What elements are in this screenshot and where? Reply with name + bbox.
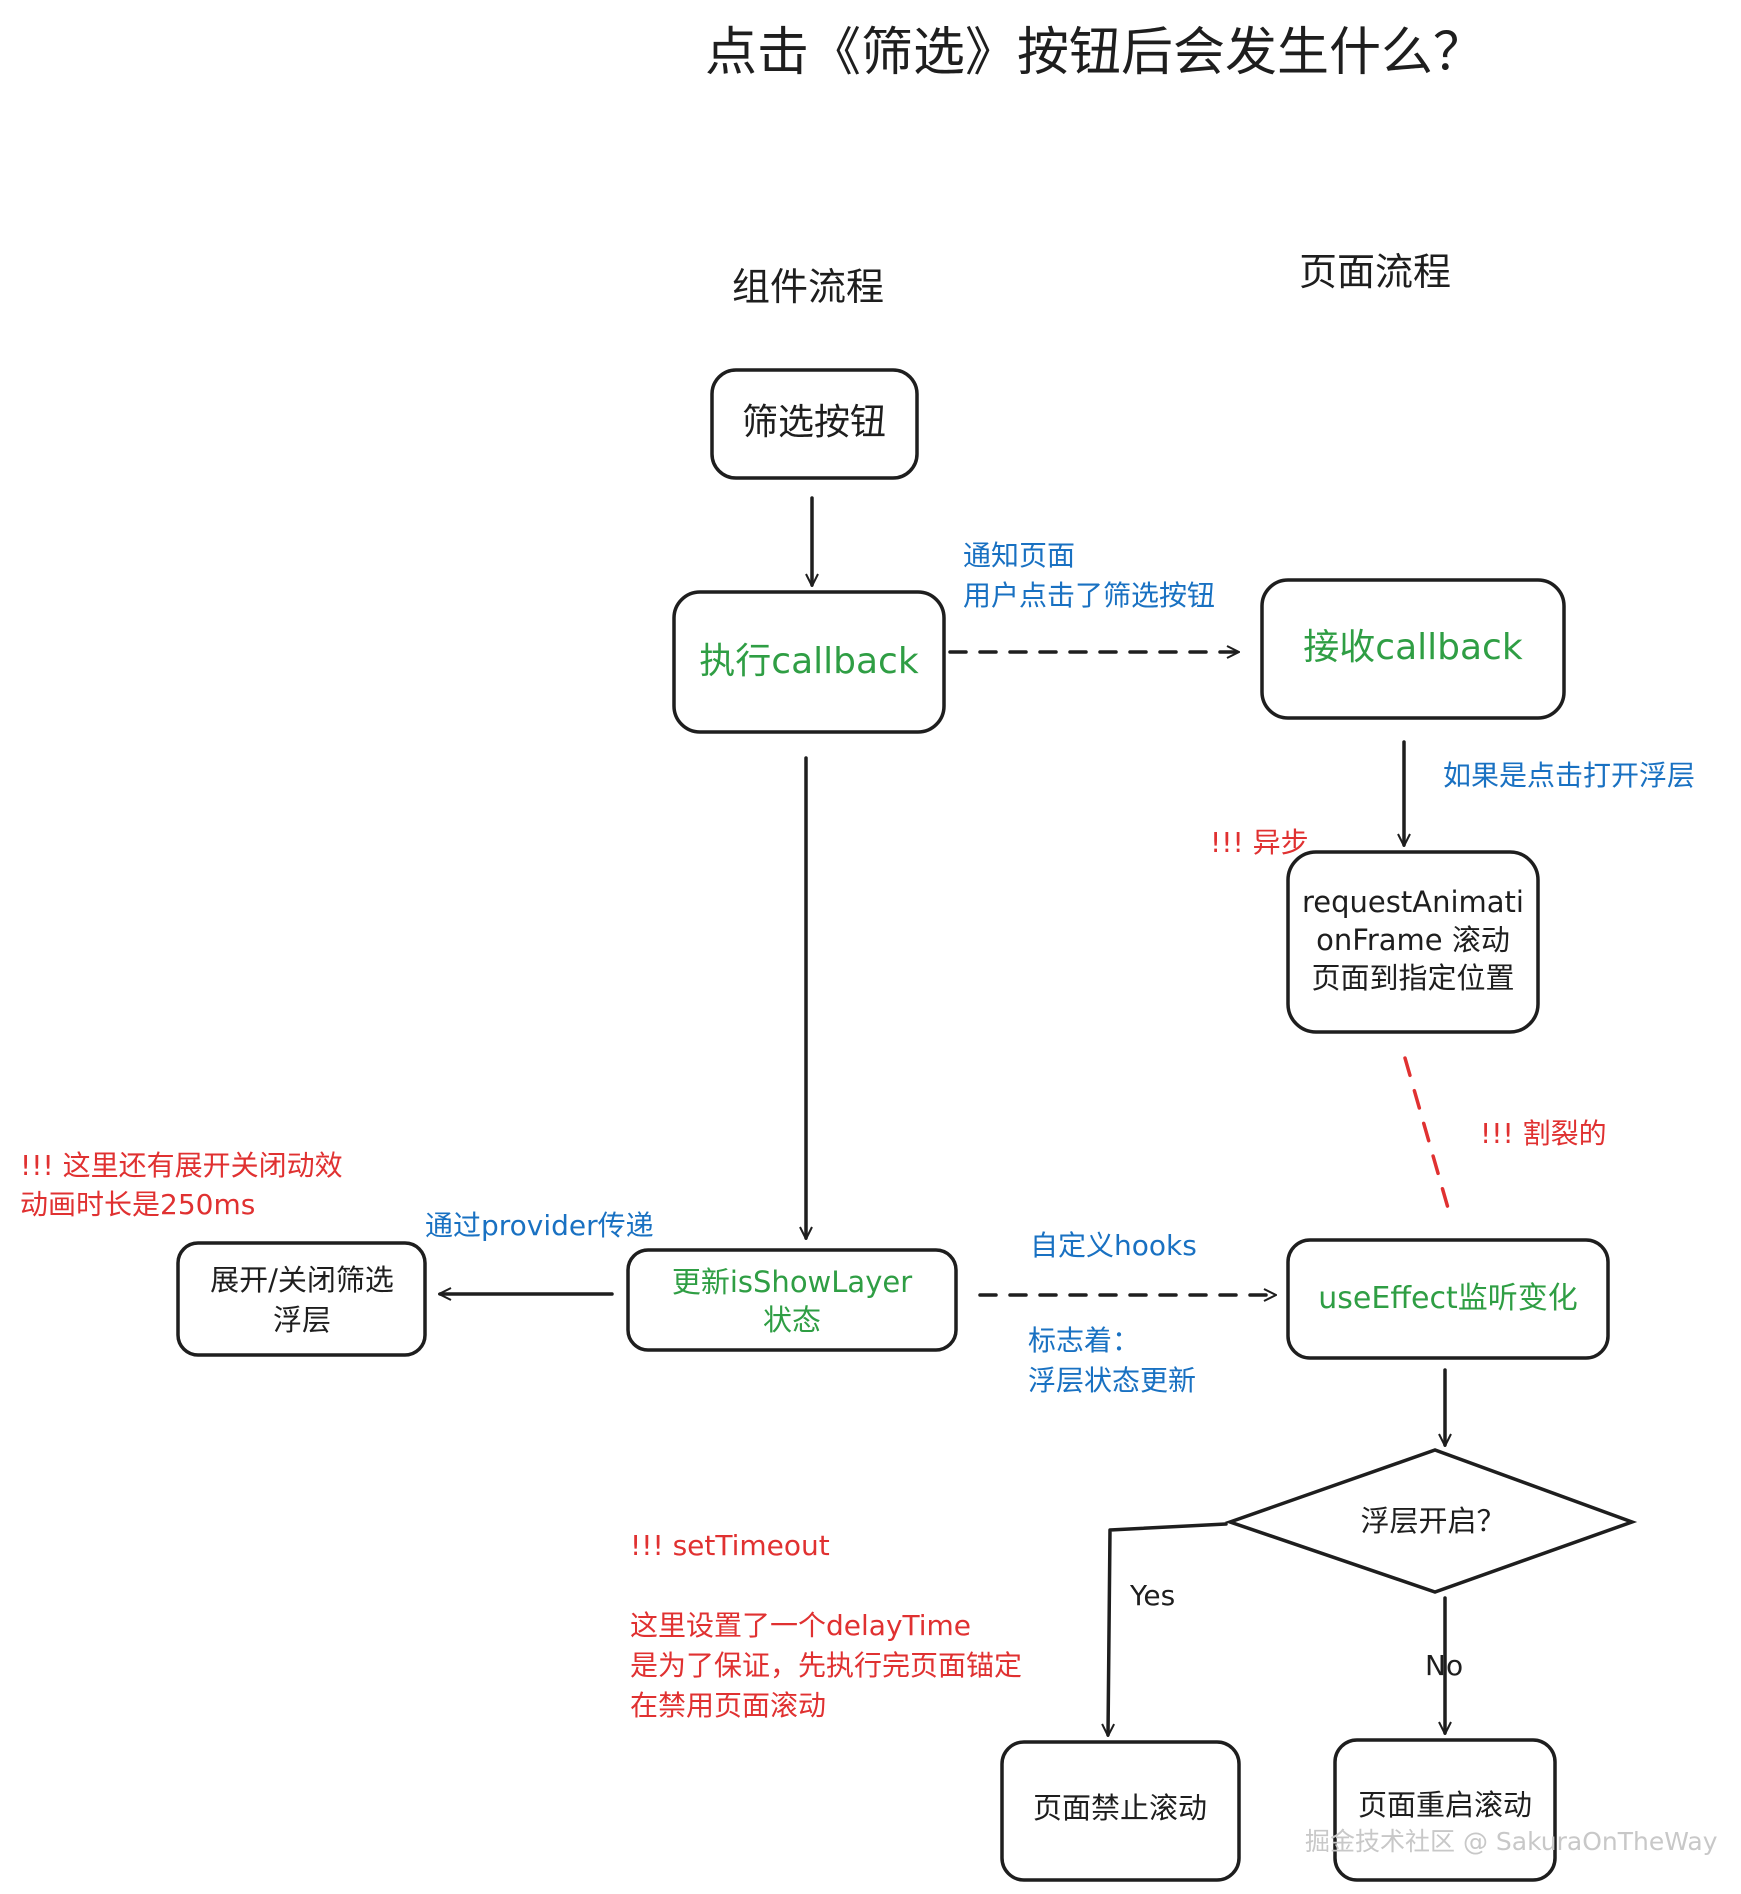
decision-layer-open: 浮层开启？	[1224, 1448, 1638, 1594]
label-async: !!! 异步	[1210, 826, 1309, 859]
label-settimeout-note-line-1: 这里设置了一个delayTime	[630, 1609, 971, 1642]
node-enable-scroll: 页面重启滚动	[1333, 1738, 1557, 1882]
label-marks-line-2: 浮层状态更新	[1028, 1364, 1196, 1397]
node-enable-scroll-label: 页面重启滚动	[1358, 1788, 1532, 1822]
label-marks-line-1: 标志着：	[1028, 1324, 1140, 1357]
label-split: !!! 割裂的	[1480, 1117, 1607, 1150]
label-animation-note-line-2: 动画时长是250ms	[20, 1188, 255, 1221]
diagram-title: 点击《筛选》按钮后会发生什么？	[705, 23, 1485, 83]
label-settimeout-note-line-2: 是为了保证，先执行完页面锚定	[630, 1649, 1022, 1682]
node-update-state: 更新isShowLayer 状态	[626, 1248, 958, 1352]
node-use-effect-label: useEffect监听变化	[1318, 1281, 1577, 1316]
arrow-decision-yes	[1108, 1522, 1228, 1735]
node-exec-callback-label: 执行callback	[699, 641, 919, 682]
node-update-state-line-2: 状态	[763, 1303, 821, 1337]
label-settimeout-note-line-3: 在禁用页面滚动	[630, 1689, 826, 1722]
lane-component-header: 组件流程	[732, 265, 884, 309]
node-toggle-layer: 展开/关闭筛选 浮层	[176, 1241, 427, 1357]
node-exec-callback: 执行callback	[672, 590, 946, 734]
label-animation-note-line-1: !!! 这里还有展开关闭动效	[20, 1149, 343, 1182]
node-receive-callback-label: 接收callback	[1303, 627, 1523, 668]
node-raf-line-1: requestAnimati	[1302, 885, 1524, 919]
node-disable-scroll-label: 页面禁止滚动	[1033, 1791, 1207, 1825]
node-raf-line-3: 页面到指定位置	[1311, 961, 1514, 995]
node-filter-button: 筛选按钮	[710, 368, 919, 480]
node-raf-line-2: onFrame 滚动	[1316, 923, 1510, 957]
watermark: 掘金技术社区 @ SakuraOnTheWay	[1305, 1827, 1718, 1856]
label-if-open: 如果是点击打开浮层	[1443, 759, 1695, 792]
decision-layer-open-label: 浮层开启？	[1360, 1504, 1505, 1538]
node-use-effect: useEffect监听变化	[1286, 1238, 1610, 1360]
node-request-animation-frame: requestAnimati onFrame 滚动 页面到指定位置	[1286, 850, 1540, 1034]
line-raf-to-useeffect	[1403, 1056, 1452, 1217]
node-disable-scroll: 页面禁止滚动	[1000, 1740, 1241, 1882]
label-no: No	[1425, 1649, 1463, 1682]
label-yes: Yes	[1129, 1579, 1175, 1612]
label-notify-line-2: 用户点击了筛选按钮	[963, 579, 1215, 612]
label-notify-line-1: 通知页面	[963, 539, 1075, 572]
lane-page-header: 页面流程	[1299, 250, 1451, 294]
label-settimeout: !!! setTimeout	[630, 1529, 830, 1562]
label-via-provider: 通过provider传递	[425, 1209, 654, 1242]
node-receive-callback: 接收callback	[1260, 578, 1566, 720]
node-update-state-line-1: 更新isShowLayer	[672, 1265, 912, 1299]
node-toggle-layer-line-2: 浮层	[273, 1303, 331, 1337]
node-filter-button-label: 筛选按钮	[742, 402, 886, 443]
label-custom-hooks: 自定义hooks	[1030, 1229, 1197, 1262]
node-toggle-layer-line-1: 展开/关闭筛选	[210, 1263, 394, 1297]
